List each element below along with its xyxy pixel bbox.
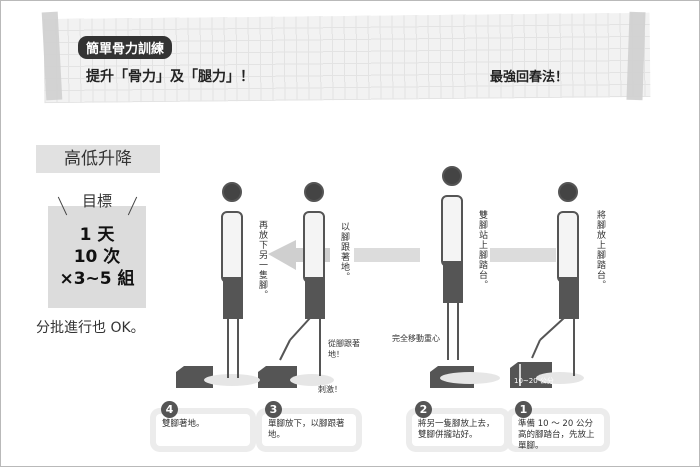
platform-4 xyxy=(176,366,213,388)
arrow-bar-mid xyxy=(354,248,420,262)
label-step2-vertical: 雙腳站上腳踏台。 xyxy=(477,210,487,290)
step-card-1: 準備 10 ～ 20 公分高的腳踏台，先放上單腳。 xyxy=(512,414,604,451)
arrow-bar-right xyxy=(490,248,556,262)
goal-line-1: 1 天 xyxy=(79,225,115,245)
label-step4-vertical: 再放下另一隻腳。 xyxy=(257,220,267,300)
step-number-2: 2 xyxy=(415,401,432,418)
goal-box xyxy=(48,206,146,308)
header-badge: 簡單骨力訓練 xyxy=(78,36,173,59)
exercise-title: 高低升降 xyxy=(36,145,160,173)
step-text-3: 單腳放下，以腳跟著地。 xyxy=(268,419,345,440)
shadow-3 xyxy=(290,374,334,386)
step-number-4: 4 xyxy=(161,401,178,418)
platform-3 xyxy=(258,366,297,388)
weight-note: 完全移動重心 xyxy=(392,334,440,343)
figure-1 xyxy=(531,182,579,376)
label-step1-vertical: 將腳放上腳踏台。 xyxy=(595,210,605,290)
step-number-3: 3 xyxy=(265,401,282,418)
arrow-left xyxy=(268,240,330,270)
figure-2 xyxy=(441,166,463,360)
step-text-1: 準備 10 ～ 20 公分高的腳踏台，先放上單腳。 xyxy=(518,419,595,451)
step-card-3: 單腳放下，以腳跟著地。 xyxy=(262,414,356,446)
shadow-2 xyxy=(440,372,500,384)
label-step3-vertical: 以腳跟著地。 xyxy=(339,222,349,282)
goal-note: 分批進行也 OK。 xyxy=(36,320,145,336)
step-text-4: 雙腳著地。 xyxy=(162,419,205,429)
step-card-2: 將另一隻腳放上去，雙腳併攏站好。 xyxy=(412,414,504,446)
goal-line-3: ×3~5 組 xyxy=(59,269,135,289)
figure-4 xyxy=(221,182,243,378)
goal-line-2: 10 次 xyxy=(73,247,121,267)
header-subtitle: 提升「骨力」及「腿力」！ xyxy=(86,69,254,85)
shadow-1 xyxy=(536,372,584,384)
shadow-4 xyxy=(204,374,260,386)
step-card-4: 雙腳著地。 xyxy=(156,414,250,446)
stimulus-note: 刺激！ xyxy=(318,385,342,394)
step-number-1: 1 xyxy=(515,401,532,418)
goal-text: 1 天 10 次 ×3~5 組 xyxy=(48,224,146,290)
goal-label: 目標 xyxy=(81,192,112,210)
height-note: 10~20 公分 xyxy=(514,377,554,385)
heel-note: 從腳跟著地！ xyxy=(328,339,360,359)
header-slogan: 最強回春法！ xyxy=(490,70,569,85)
step-text-2: 將另一隻腳放上去，雙腳併攏站好。 xyxy=(418,419,495,440)
figure-3 xyxy=(279,182,325,376)
